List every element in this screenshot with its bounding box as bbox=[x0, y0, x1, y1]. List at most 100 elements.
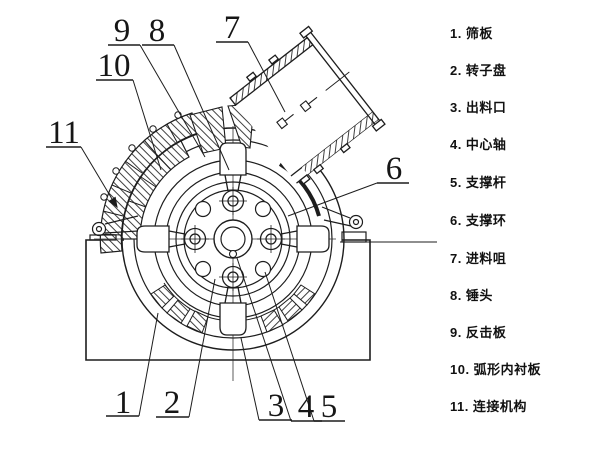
legend-label: 转子盘 bbox=[465, 63, 507, 78]
support-rod-hole bbox=[254, 260, 272, 278]
leader-6 bbox=[287, 182, 409, 217]
legend-item-hammer-head: 8.锤头 bbox=[450, 285, 493, 304]
legend-number: 8. bbox=[450, 288, 462, 303]
hinge-eye-hole bbox=[95, 225, 103, 233]
legend-item-feed-inlet: 7.进料咀 bbox=[450, 248, 506, 267]
leader-3 bbox=[240, 337, 292, 421]
callout-11: 11 bbox=[48, 115, 80, 151]
hammer-head bbox=[136, 225, 170, 253]
support-rod-holes bbox=[194, 200, 272, 278]
legend-label: 筛板 bbox=[465, 26, 493, 41]
sieve-segment bbox=[293, 284, 316, 306]
leader-10 bbox=[96, 79, 162, 171]
leader-1 bbox=[106, 312, 159, 417]
callout-3: 3 bbox=[268, 388, 285, 424]
liner-bolt bbox=[149, 125, 157, 133]
leader-11-arrowhead bbox=[108, 196, 118, 209]
chute-bolt bbox=[312, 163, 325, 175]
liner-bolt bbox=[100, 193, 108, 201]
shaft-inner bbox=[220, 226, 246, 252]
legend-number: 3. bbox=[450, 100, 462, 115]
chute-bolt bbox=[339, 142, 351, 154]
bolt-glyph-shaft bbox=[307, 96, 318, 105]
legend-number: 1. bbox=[450, 26, 462, 41]
sieve-segment bbox=[260, 309, 284, 333]
chute-bolts bbox=[245, 25, 386, 185]
legend-label: 出料口 bbox=[465, 100, 507, 115]
hammer-head bbox=[219, 302, 247, 336]
hammer-pin-cross bbox=[219, 187, 247, 215]
callout-4: 4 bbox=[298, 389, 315, 425]
callout-1: 1 bbox=[115, 385, 132, 421]
sieve-segment bbox=[278, 297, 303, 322]
hammer-pin-cross bbox=[181, 225, 209, 253]
support-rod-hole bbox=[194, 200, 212, 218]
callout-5: 5 bbox=[321, 389, 338, 425]
legend-number: 6. bbox=[450, 213, 462, 228]
sieve-plate bbox=[150, 282, 316, 334]
hammer-east bbox=[257, 225, 330, 253]
legend-item-rotor-disc: 2.转子盘 bbox=[450, 60, 506, 79]
legend-item-support-ring: 6.支撑环 bbox=[450, 210, 506, 229]
legend-label: 弧形内衬板 bbox=[473, 362, 542, 377]
legend-number: 2. bbox=[450, 63, 462, 78]
hammers bbox=[136, 142, 330, 336]
leader-2 bbox=[156, 278, 216, 418]
legend-number: 9. bbox=[450, 325, 462, 340]
legend-label: 连接机构 bbox=[472, 399, 527, 414]
legend-label: 锤头 bbox=[465, 288, 493, 303]
feed-chute bbox=[229, 25, 386, 185]
legend-item-connection-mechanism: 11.连接机构 bbox=[450, 396, 527, 415]
support-rod-hole bbox=[254, 200, 272, 218]
liner-bolts bbox=[100, 111, 182, 201]
callout-numbers: 1 2 3 4 5 6 7 8 9 10 11 bbox=[48, 10, 402, 425]
hammer-arm bbox=[224, 286, 242, 304]
hammer-north bbox=[219, 142, 247, 215]
hammer-pin-cross bbox=[257, 225, 285, 253]
callout-6: 6 bbox=[386, 151, 403, 187]
callout-7: 7 bbox=[224, 10, 241, 46]
leader-7 bbox=[216, 41, 286, 113]
hinge-right bbox=[321, 206, 367, 243]
chute-mouth-inner bbox=[304, 34, 377, 126]
legend-panel: 1.筛板 2.转子盘 3.出料口 4.中心轴 5.支撑杆 6.支撑环 7.进料咀… bbox=[440, 0, 600, 450]
hammer-arm bbox=[280, 230, 298, 248]
liner-bolt bbox=[112, 167, 120, 175]
legend-item-support-rod: 5.支撑杆 bbox=[450, 172, 506, 191]
sieve-segment bbox=[150, 284, 175, 309]
bolt-glyph-shaft bbox=[284, 113, 294, 122]
hammer-pin-cross bbox=[219, 263, 247, 291]
support-rod-hole bbox=[194, 260, 212, 278]
legend-item-discharge-port: 3.出料口 bbox=[450, 97, 506, 116]
legend-item-central-shaft: 4.中心轴 bbox=[450, 134, 506, 153]
chute-centerline bbox=[325, 71, 350, 91]
hinge-eye-hole bbox=[352, 218, 360, 226]
hammer-west bbox=[136, 225, 209, 253]
callout-leaders bbox=[46, 41, 409, 422]
liner-band-b-dividers bbox=[128, 156, 172, 208]
hinge-eye bbox=[91, 221, 107, 237]
legend-label: 进料咀 bbox=[465, 251, 507, 266]
chute-lower-wall-hatch bbox=[301, 111, 379, 175]
leader-9 bbox=[108, 44, 206, 158]
hammer-head bbox=[296, 225, 330, 253]
legend-number: 10. bbox=[450, 362, 470, 377]
legend-number: 11. bbox=[450, 399, 469, 414]
chute-inner-bolt-glyphs bbox=[276, 96, 318, 130]
legend-item-impact-plate: 9.反击板 bbox=[450, 322, 506, 341]
hammer-arm bbox=[168, 230, 186, 248]
hinge-foot bbox=[89, 234, 117, 241]
legend-number: 4. bbox=[450, 137, 462, 152]
shaft-keyway bbox=[228, 249, 238, 259]
connection-mechanisms bbox=[89, 206, 367, 243]
chute-mouth-outer bbox=[309, 31, 381, 122]
hammer-head bbox=[219, 142, 247, 176]
legend-number: 5. bbox=[450, 175, 462, 190]
legend-label: 支撑杆 bbox=[465, 175, 507, 190]
bolt-glyph-head bbox=[276, 117, 289, 130]
leader-5 bbox=[264, 271, 345, 422]
rotor-disc-outer bbox=[175, 181, 291, 297]
callout-10: 10 bbox=[98, 48, 131, 84]
